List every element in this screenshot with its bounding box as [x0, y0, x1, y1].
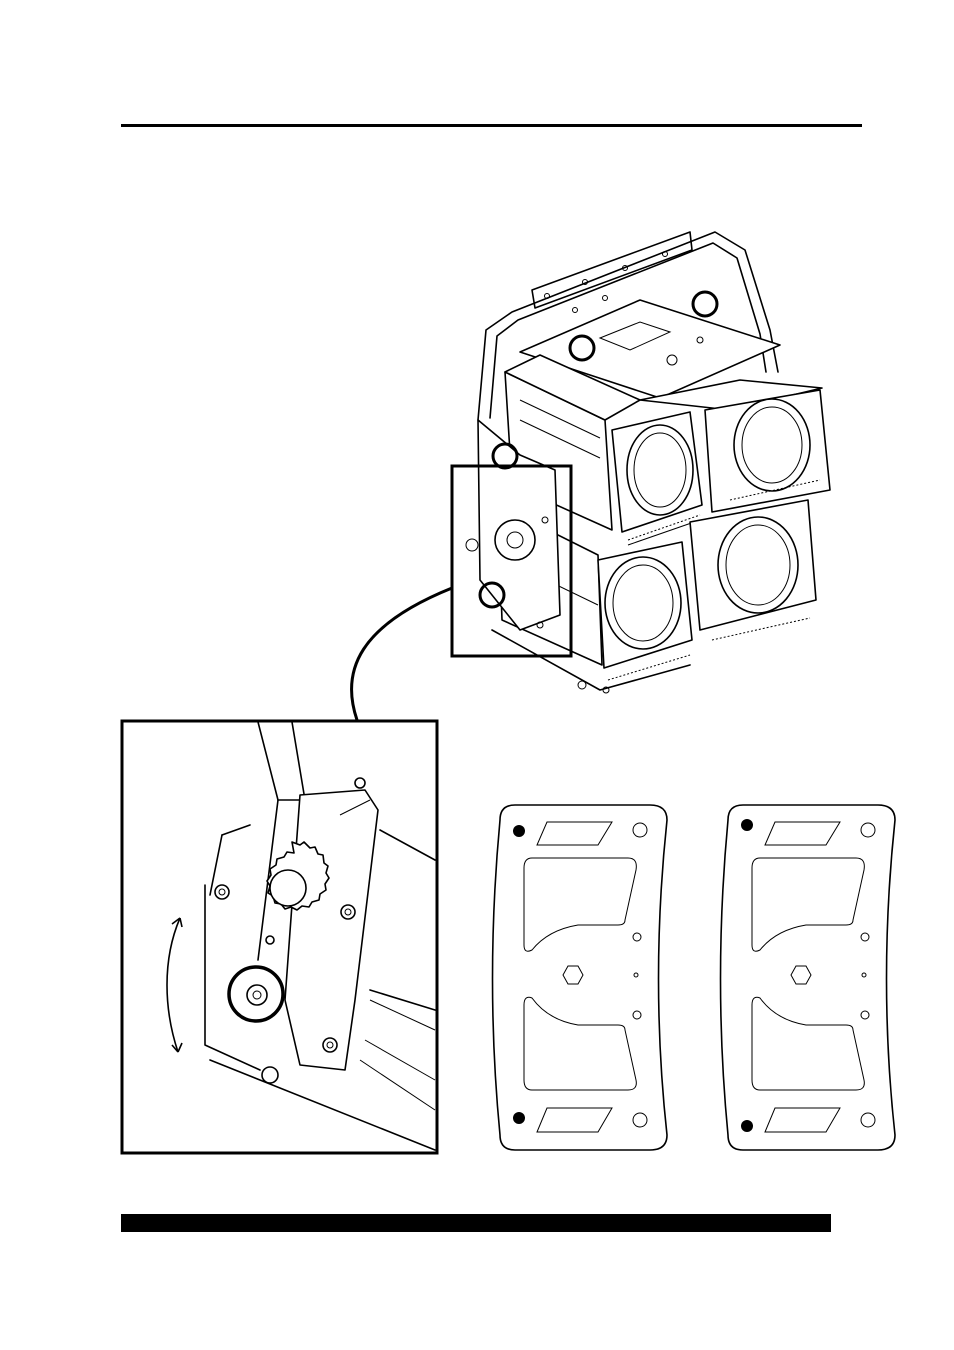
- marked-hole: [741, 1120, 753, 1132]
- marked-hole: [513, 825, 525, 837]
- marked-hole: [513, 1112, 525, 1124]
- mounting-plate-right: [721, 805, 896, 1150]
- marker-circle: [693, 292, 717, 316]
- fixture-illustration: [452, 232, 830, 693]
- detail-illustration: [122, 721, 437, 1153]
- footer-bar: [121, 1214, 831, 1232]
- mounting-plate-left: [493, 805, 668, 1150]
- marked-hole: [741, 819, 753, 831]
- callout-line: [352, 588, 452, 720]
